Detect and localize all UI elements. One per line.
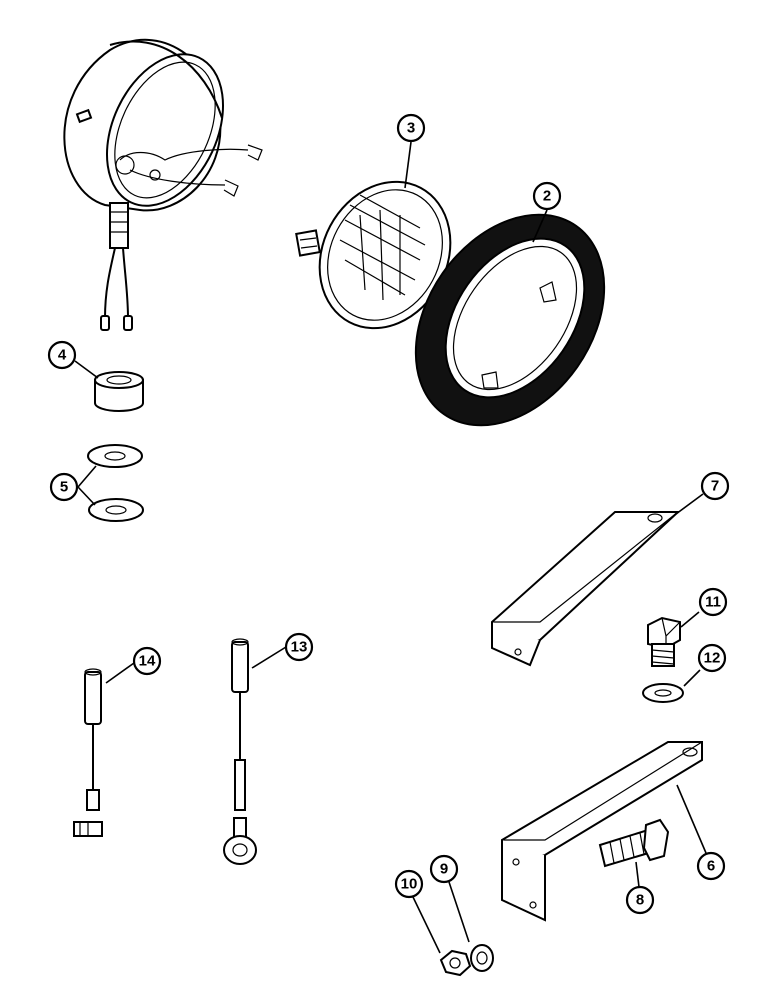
- callout-label: 12: [704, 650, 721, 667]
- callout-label: 3: [407, 120, 415, 137]
- retaining-ring: [414, 213, 606, 427]
- callout-label: 11: [705, 594, 721, 611]
- callout-4: 4: [47, 340, 77, 370]
- callout-14: 14: [132, 646, 162, 676]
- lock-washer-lower: [470, 944, 494, 972]
- callout-13: 13: [284, 632, 314, 662]
- callout-10: 10: [394, 869, 424, 899]
- callout-label: 13: [291, 639, 308, 656]
- leader-lines: [74, 141, 707, 954]
- bolt-lower: [598, 818, 670, 868]
- bracket-upper: [491, 511, 681, 667]
- callout-5: 5: [49, 472, 79, 502]
- callout-label: 4: [58, 347, 67, 364]
- callout-2: 2: [532, 181, 562, 211]
- callout-label: 8: [636, 892, 644, 909]
- connector-spade: [73, 668, 103, 837]
- sealed-beam: [295, 180, 452, 330]
- callout-label: 7: [711, 478, 719, 495]
- nut: [439, 949, 472, 977]
- callout-7: 7: [700, 471, 730, 501]
- callout-label: 10: [401, 876, 418, 893]
- callout-label: 5: [60, 479, 68, 496]
- lamp-housing: [63, 38, 263, 331]
- callout-label: 2: [543, 188, 551, 205]
- callout-label: 9: [440, 861, 448, 878]
- callout-9: 9: [429, 854, 459, 884]
- connector-ring: [223, 638, 257, 865]
- bolt-upper: [647, 616, 681, 667]
- callout-6: 6: [696, 851, 726, 881]
- callout-3: 3: [396, 113, 426, 143]
- lock-washer-upper: [642, 683, 684, 703]
- washers: [87, 444, 144, 522]
- spacer: [94, 371, 144, 412]
- callout-8: 8: [625, 885, 655, 915]
- callout-12: 12: [697, 643, 727, 673]
- callout-label: 14: [139, 653, 156, 670]
- bracket-lower: [501, 741, 703, 922]
- callout-label: 6: [707, 858, 715, 875]
- callout-11: 11: [698, 587, 728, 617]
